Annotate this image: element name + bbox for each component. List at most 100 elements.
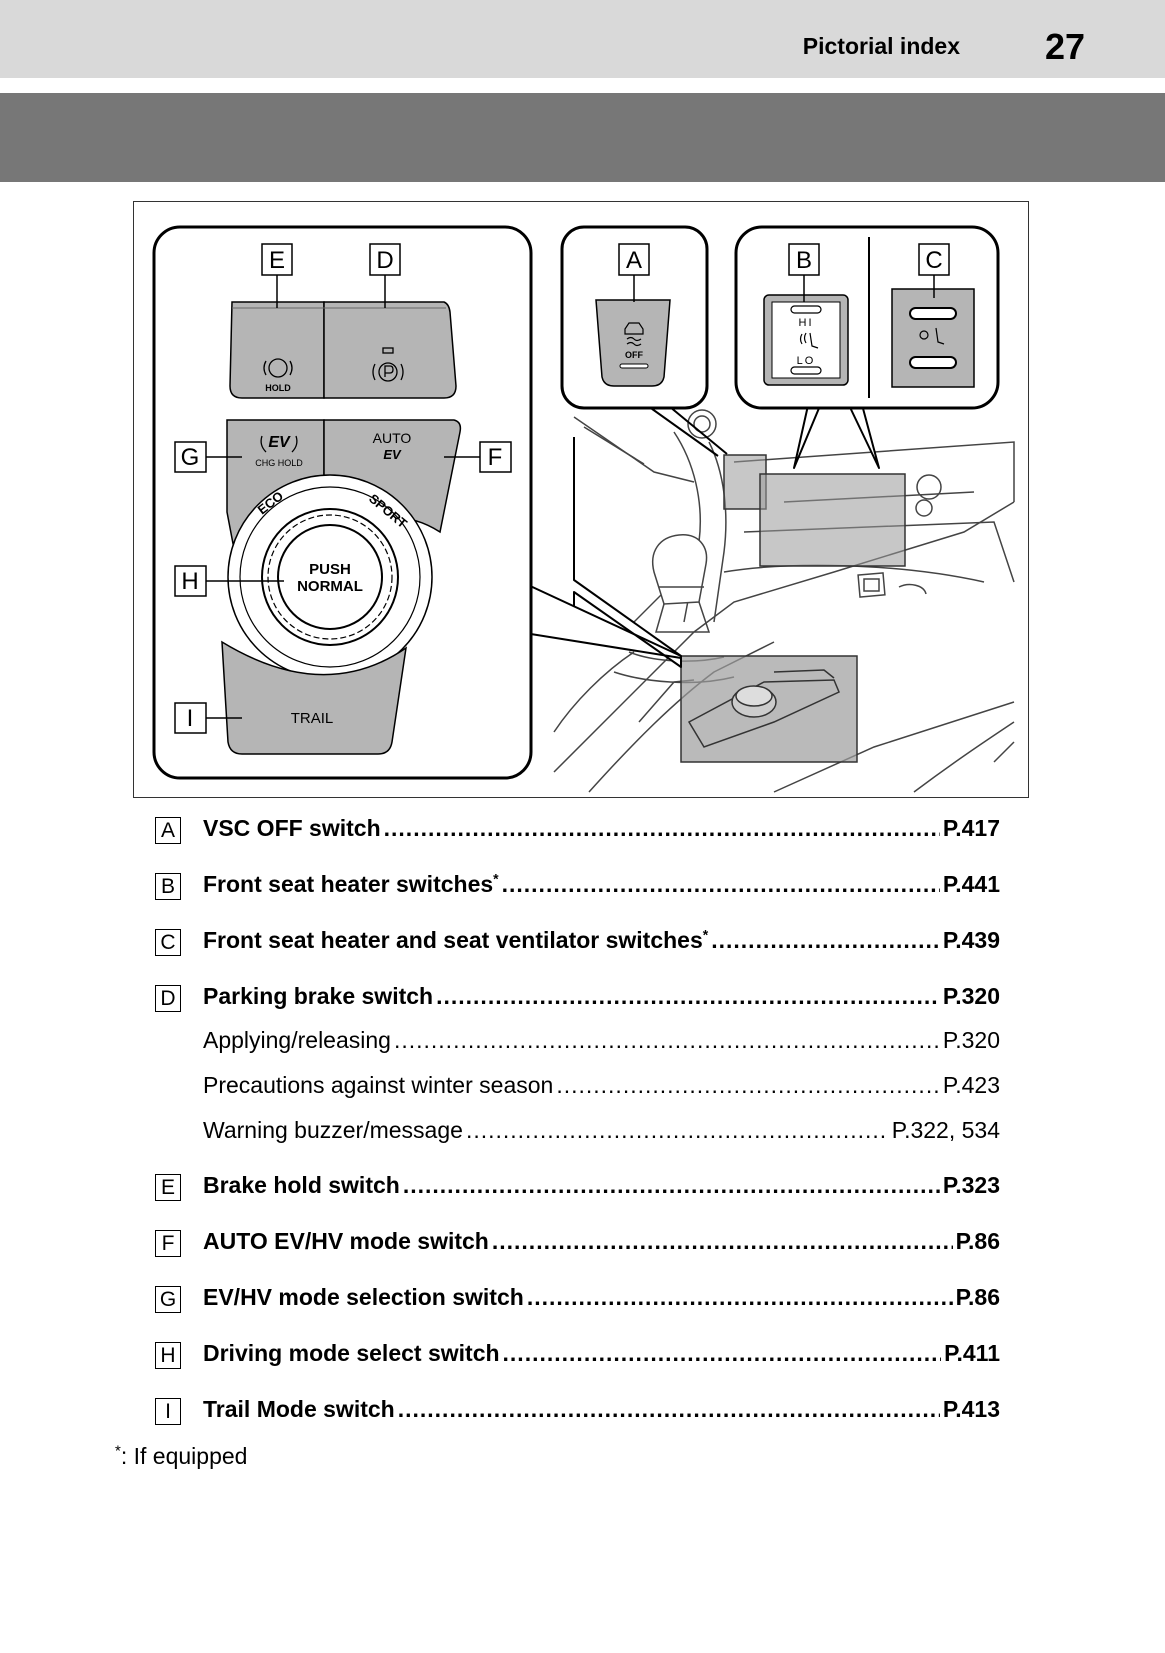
index-entry: G EV/HV mode selection switch P.86 [155,1284,1000,1340]
entry-title[interactable]: Parking brake switch [203,983,434,1009]
auto-label: AUTO [373,430,412,446]
entry-letter: E [155,1174,181,1201]
svg-text:B: B [796,247,812,274]
callout-I: I [174,702,207,734]
sub-entry-page[interactable]: P.423 [942,1072,1000,1098]
sub-entry-title[interactable]: Warning buzzer/message [203,1117,463,1143]
seat-switch-location-highlight [759,473,906,567]
entry-page[interactable]: P.320 [942,983,1000,1009]
entry-letter: D [155,985,181,1012]
entry-page[interactable]: P.86 [955,1284,1000,1310]
sub-entry-title[interactable]: Applying/releasing [203,1027,391,1053]
entry-page[interactable]: P.323 [942,1172,1000,1198]
footnote-mark: * [115,1442,121,1460]
callout-leaders [206,275,935,719]
brake-hold-icon [263,358,293,378]
sub-entry-title[interactable]: Precautions against winter season [203,1072,554,1098]
entry-page[interactable]: P.413 [942,1396,1000,1422]
trail-button [221,640,407,755]
index-sub-entry: Precautions against winter season P.423 [155,1072,1000,1119]
drive-mode-pointer [511,577,682,659]
trail-label: TRAIL [291,710,334,727]
callout-C: C [918,243,950,276]
chapter-band [0,93,1165,182]
entry-title[interactable]: Driving mode select switch [203,1340,500,1366]
vsc-off-icon [624,322,644,347]
index-entry: F AUTO EV/HV mode switch P.86 [155,1228,1000,1284]
index-sub-entry: Applying/releasing P.320 [155,1027,1000,1074]
chg-hold-label: CHG HOLD [255,458,303,468]
seat-ventilator-switch [891,288,975,388]
callout-B: B [788,243,820,276]
entry-title[interactable]: AUTO EV/HV mode switch [203,1228,489,1254]
callout-F: F [479,441,512,473]
callout-D: D [369,243,401,276]
entry-page[interactable]: P.439 [942,927,1000,953]
svg-text:C: C [925,247,942,274]
hold-label: HOLD [265,383,291,393]
svg-text:H: H [181,568,198,595]
sub-entry-page[interactable]: P.322, 534 [891,1117,1000,1143]
auto-ev-label: EV [383,447,402,462]
svg-text:A: A [626,247,642,274]
entry-page[interactable]: P.441 [942,871,1000,897]
push-label: PUSH [309,561,351,578]
svg-text:E: E [269,247,285,274]
index-entry: C Front seat heater and seat ventilator … [155,927,1000,983]
console-illustration: HOLD EV CHG HOLD AUTO EV ECO SPORT PUSH … [152,225,1015,793]
sub-entry-page[interactable]: P.320 [942,1027,1000,1053]
console-background [553,409,1015,793]
vsc-location-highlight [723,454,767,510]
index-entry: B Front seat heater switches* P.441 [155,871,1000,927]
index-entry: D Parking brake switch P.320 [155,983,1000,1029]
drive-mode-location-detail [687,669,840,748]
footnote: *: If equipped [115,1443,247,1470]
callout-E: E [261,243,293,276]
index-entry: E Brake hold switch P.323 [155,1172,1000,1228]
section-title: Pictorial index [802,33,960,59]
index-entry: A VSC OFF switch P.417 [155,815,1000,871]
entry-letter: H [155,1342,181,1369]
heater-hi-label: HI [799,317,814,329]
heater-lo-label: LO [797,355,816,367]
callout-A: A [618,243,650,276]
ev-hv-icon [260,435,298,453]
index-entry: I Trail Mode switch P.413 [155,1396,1000,1452]
page-header: Pictorial index 27 [0,0,1165,78]
entry-letter: G [155,1286,181,1313]
pictorial-figure: HOLD EV CHG HOLD AUTO EV ECO SPORT PUSH … [133,201,1029,798]
entry-letter: F [155,1230,181,1257]
svg-text:I: I [187,705,194,732]
b-pointer [793,400,823,469]
entry-letter: B [155,873,181,900]
entry-letter: A [155,817,181,844]
svg-text:G: G [181,444,200,471]
entry-page[interactable]: P.411 [944,1340,1000,1366]
entry-title[interactable]: Front seat heater and seat ventilator sw… [203,926,709,953]
seat-heater-icon [799,332,819,349]
entry-letter: I [155,1398,181,1425]
footnote-text: : If equipped [120,1443,248,1469]
entry-title[interactable]: Front seat heater switches* [203,870,499,897]
svg-text:D: D [376,247,393,274]
index-sub-entry: Warning buzzer/message P.322, 534 [155,1117,1000,1172]
entry-title[interactable]: Trail Mode switch [203,1396,395,1422]
index-entry: H Driving mode select switch P.411 [155,1340,1000,1396]
entry-page[interactable]: P.86 [955,1228,1000,1254]
parking-brake-icon [372,347,404,382]
normal-label: NORMAL [297,578,363,595]
entry-title[interactable]: Brake hold switch [203,1172,400,1198]
entry-title[interactable]: VSC OFF switch [203,815,381,841]
ev-hv-icon-label: EV [268,434,291,451]
entry-page[interactable]: P.417 [942,815,1000,841]
callout-G: G [174,441,207,473]
svg-text:F: F [488,444,503,471]
callout-H: H [174,565,207,597]
vsc-off-label: OFF [625,350,643,360]
seat-ventilator-icon [919,327,945,345]
page-number: 27 [1044,26,1085,67]
index-list: A VSC OFF switch P.417 B Front seat heate… [155,815,1000,1452]
callout-pointers [573,437,682,668]
brake-hold-button [229,301,325,399]
entry-title[interactable]: EV/HV mode selection switch [203,1284,524,1310]
